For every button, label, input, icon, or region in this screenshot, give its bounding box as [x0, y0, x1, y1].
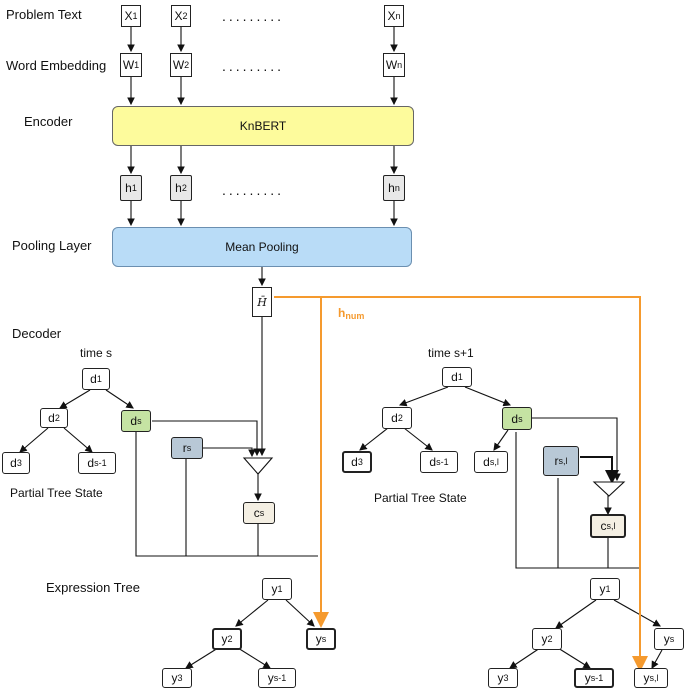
h-bar-node: H̄	[252, 287, 272, 317]
word-embedding-label: Word Embedding	[6, 58, 107, 73]
pooling-layer-label: Pooling Layer	[12, 238, 92, 253]
left-combiner-triangle	[242, 457, 274, 475]
mean-pooling-block: Mean Pooling	[112, 227, 412, 267]
time-s1-label: time s+1	[428, 346, 474, 360]
decoder-label: Decoder	[12, 326, 62, 341]
encoder-block: KnBERT	[112, 106, 414, 146]
encoder-label: Encoder	[24, 114, 73, 129]
partial-tree-right-label: Partial Tree State	[374, 491, 467, 505]
partial-tree-left-label: Partial Tree State	[10, 486, 103, 500]
h-num-label: hnum	[338, 306, 365, 321]
dots-row-w: .........	[222, 58, 285, 74]
time-s-label: time s	[80, 346, 113, 360]
dots-row-x: .........	[222, 8, 285, 24]
right-combiner-triangle	[592, 481, 626, 497]
problem-text-label: Problem Text	[6, 7, 82, 22]
expression-tree-label: Expression Tree	[46, 580, 140, 595]
dots-row-h: .........	[222, 182, 285, 198]
